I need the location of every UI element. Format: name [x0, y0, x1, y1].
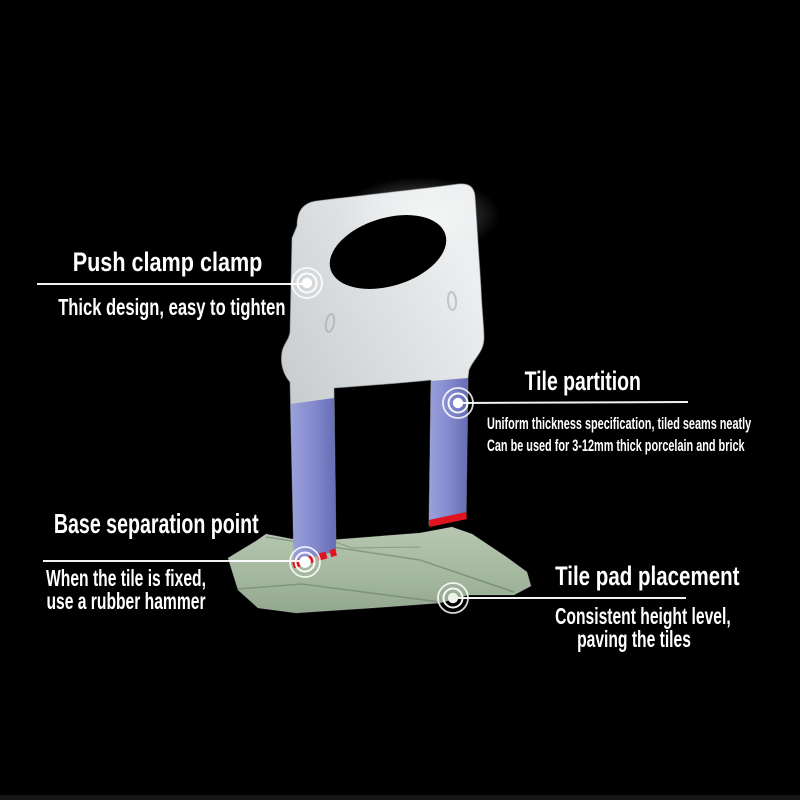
base-plate	[227, 526, 532, 614]
bullseye-tile-pad	[437, 582, 469, 614]
clamp-indent-right	[446, 291, 458, 311]
left-strut	[290, 398, 336, 562]
annotation-title-text: Tile pad placement	[555, 561, 740, 591]
annotation-title-text: Base separation point	[53, 508, 259, 539]
annotation-description-line2: use a rubber hammer	[46, 588, 206, 614]
annotation-description-text: Thick design, easy to tighten	[58, 294, 286, 320]
annotation-description-line2: Can be used for 3-12mm thick porcelain a…	[487, 436, 745, 455]
annotation-description-line2: paving the tiles	[577, 626, 691, 652]
bullseye-push-clamp	[291, 267, 323, 299]
leader-line-tile-partition	[457, 401, 689, 404]
annotation-description-line1: When the tile is fixed,	[46, 565, 206, 591]
clamp-hole	[329, 215, 447, 289]
right-strut	[429, 378, 468, 524]
annotation-tile-partition-description: Uniform thickness specification, tiled s…	[487, 413, 800, 457]
annotation-title-text: Tile partition	[524, 366, 642, 396]
annotation-title-text: Push clamp clamp	[73, 247, 263, 277]
annotation-tile-pad-description: Consistent height level, paving the tile…	[518, 605, 750, 651]
break-line-right	[429, 512, 467, 527]
base-facet-line	[237, 583, 441, 603]
leader-lines	[37, 283, 689, 599]
annotation-tile-partition-title: Tile partition	[473, 366, 693, 397]
base-facet-line	[329, 539, 421, 549]
annotation-base-separation-title: Base separation point	[10, 508, 270, 540]
annotation-push-clamp-title: Push clamp clamp	[28, 247, 308, 278]
annotation-description-line1: Consistent height level,	[555, 603, 731, 629]
clamp-indent-left	[324, 313, 336, 333]
bullseye-tile-partition	[442, 387, 474, 419]
annotation-description-line1: Uniform thickness specification, tiled s…	[487, 414, 752, 433]
annotation-push-clamp-description: Thick design, easy to tighten	[14, 294, 310, 321]
annotation-tile-pad-title: Tile pad placement	[526, 561, 746, 592]
bullseye-base-separation	[289, 546, 321, 578]
annotation-base-separation-description: When the tile is fixed, use a rubber ham…	[0, 567, 252, 613]
image-bottom-edge	[0, 795, 800, 800]
